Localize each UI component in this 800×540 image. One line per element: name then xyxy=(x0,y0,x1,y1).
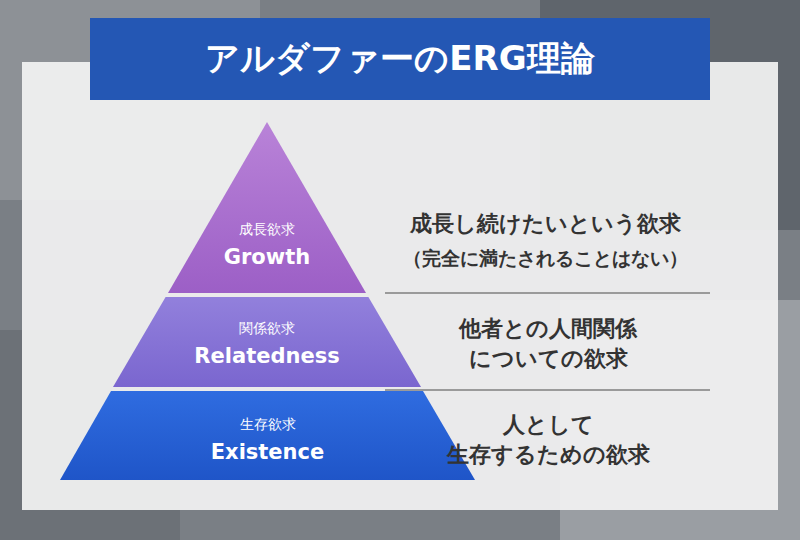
band-title: 関係欲求 xyxy=(113,318,421,338)
description-text: （完全に満たされることはない） xyxy=(385,245,705,271)
band-name: Existence xyxy=(60,438,475,466)
light-panel xyxy=(22,62,778,510)
description-text: 人として 生存するための欲求 xyxy=(428,410,668,470)
description-text: 成長し続けたいという欲求 xyxy=(385,209,705,239)
band-title: 生存欲求 xyxy=(60,414,475,434)
pyramid-band: 成長欲求 Growth xyxy=(168,122,366,293)
band-shape xyxy=(113,297,421,387)
separator-line xyxy=(385,389,710,391)
band-shape xyxy=(60,391,475,480)
title-banner: アルダファーのERG理論 xyxy=(90,18,710,100)
band-fill xyxy=(60,391,475,480)
pyramid-band: 関係欲求 Relatedness xyxy=(113,297,421,387)
band-fill xyxy=(168,122,366,293)
title-text: アルダファーのERG理論 xyxy=(205,36,594,82)
pyramid-band: 生存欲求 Existence xyxy=(60,391,475,480)
band-title: 成長欲求 xyxy=(168,219,366,239)
description-text: 他者との人間関係 についての欲求 xyxy=(428,314,668,374)
band-name: Growth xyxy=(168,243,366,271)
band-name: Relatedness xyxy=(113,342,421,370)
band-fill xyxy=(113,297,421,387)
separator-line xyxy=(385,292,710,294)
